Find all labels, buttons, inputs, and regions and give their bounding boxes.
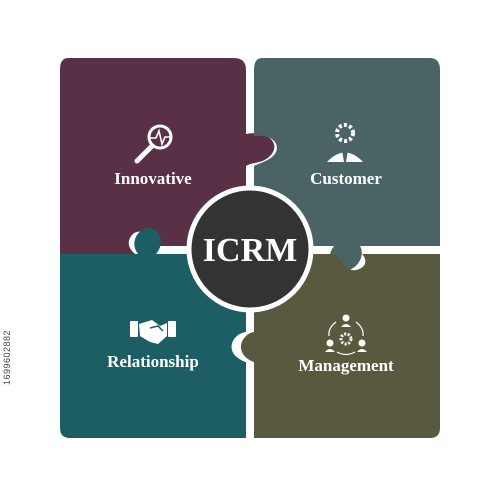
label-management: Management <box>298 356 394 375</box>
label-innovative: Innovative <box>114 169 192 188</box>
label-relationship: Relationship <box>107 352 199 371</box>
gear-person-icon <box>327 123 363 162</box>
label-customer: Customer <box>310 169 382 188</box>
handshake-icon <box>130 320 176 344</box>
team-network-icon <box>325 314 367 356</box>
center-circle <box>186 185 314 313</box>
stock-image-id: 1699602882 <box>2 330 12 386</box>
magnifier-pulse-icon <box>134 124 173 164</box>
puzzle-piece-management <box>240 254 440 438</box>
piece-management-shape <box>240 254 440 438</box>
center-label: ICRM <box>203 232 297 269</box>
center-hub: ICRM <box>186 185 314 313</box>
